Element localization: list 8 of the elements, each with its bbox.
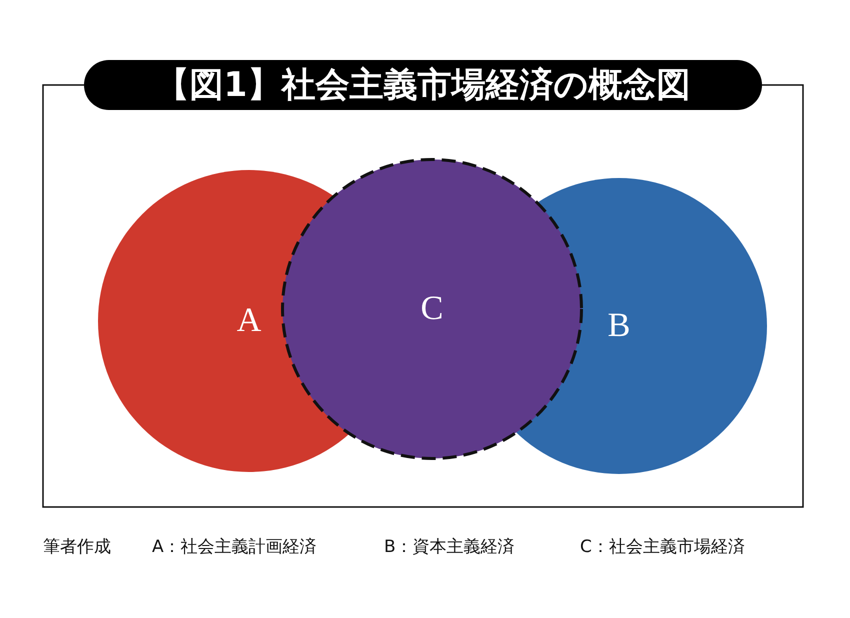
title-banner: 【図1】社会主義市場経済の概念図 xyxy=(84,60,762,110)
circle-label: A xyxy=(236,304,262,338)
legend-note: A：社会主義計画経済 xyxy=(152,537,317,558)
circle-label: B xyxy=(608,309,630,343)
legend-note: 筆者作成 xyxy=(43,537,111,558)
legend-note: C：社会主義市場経済 xyxy=(580,537,745,558)
legend-note: B：資本主義経済 xyxy=(384,537,515,558)
circle-label: C xyxy=(420,292,444,326)
